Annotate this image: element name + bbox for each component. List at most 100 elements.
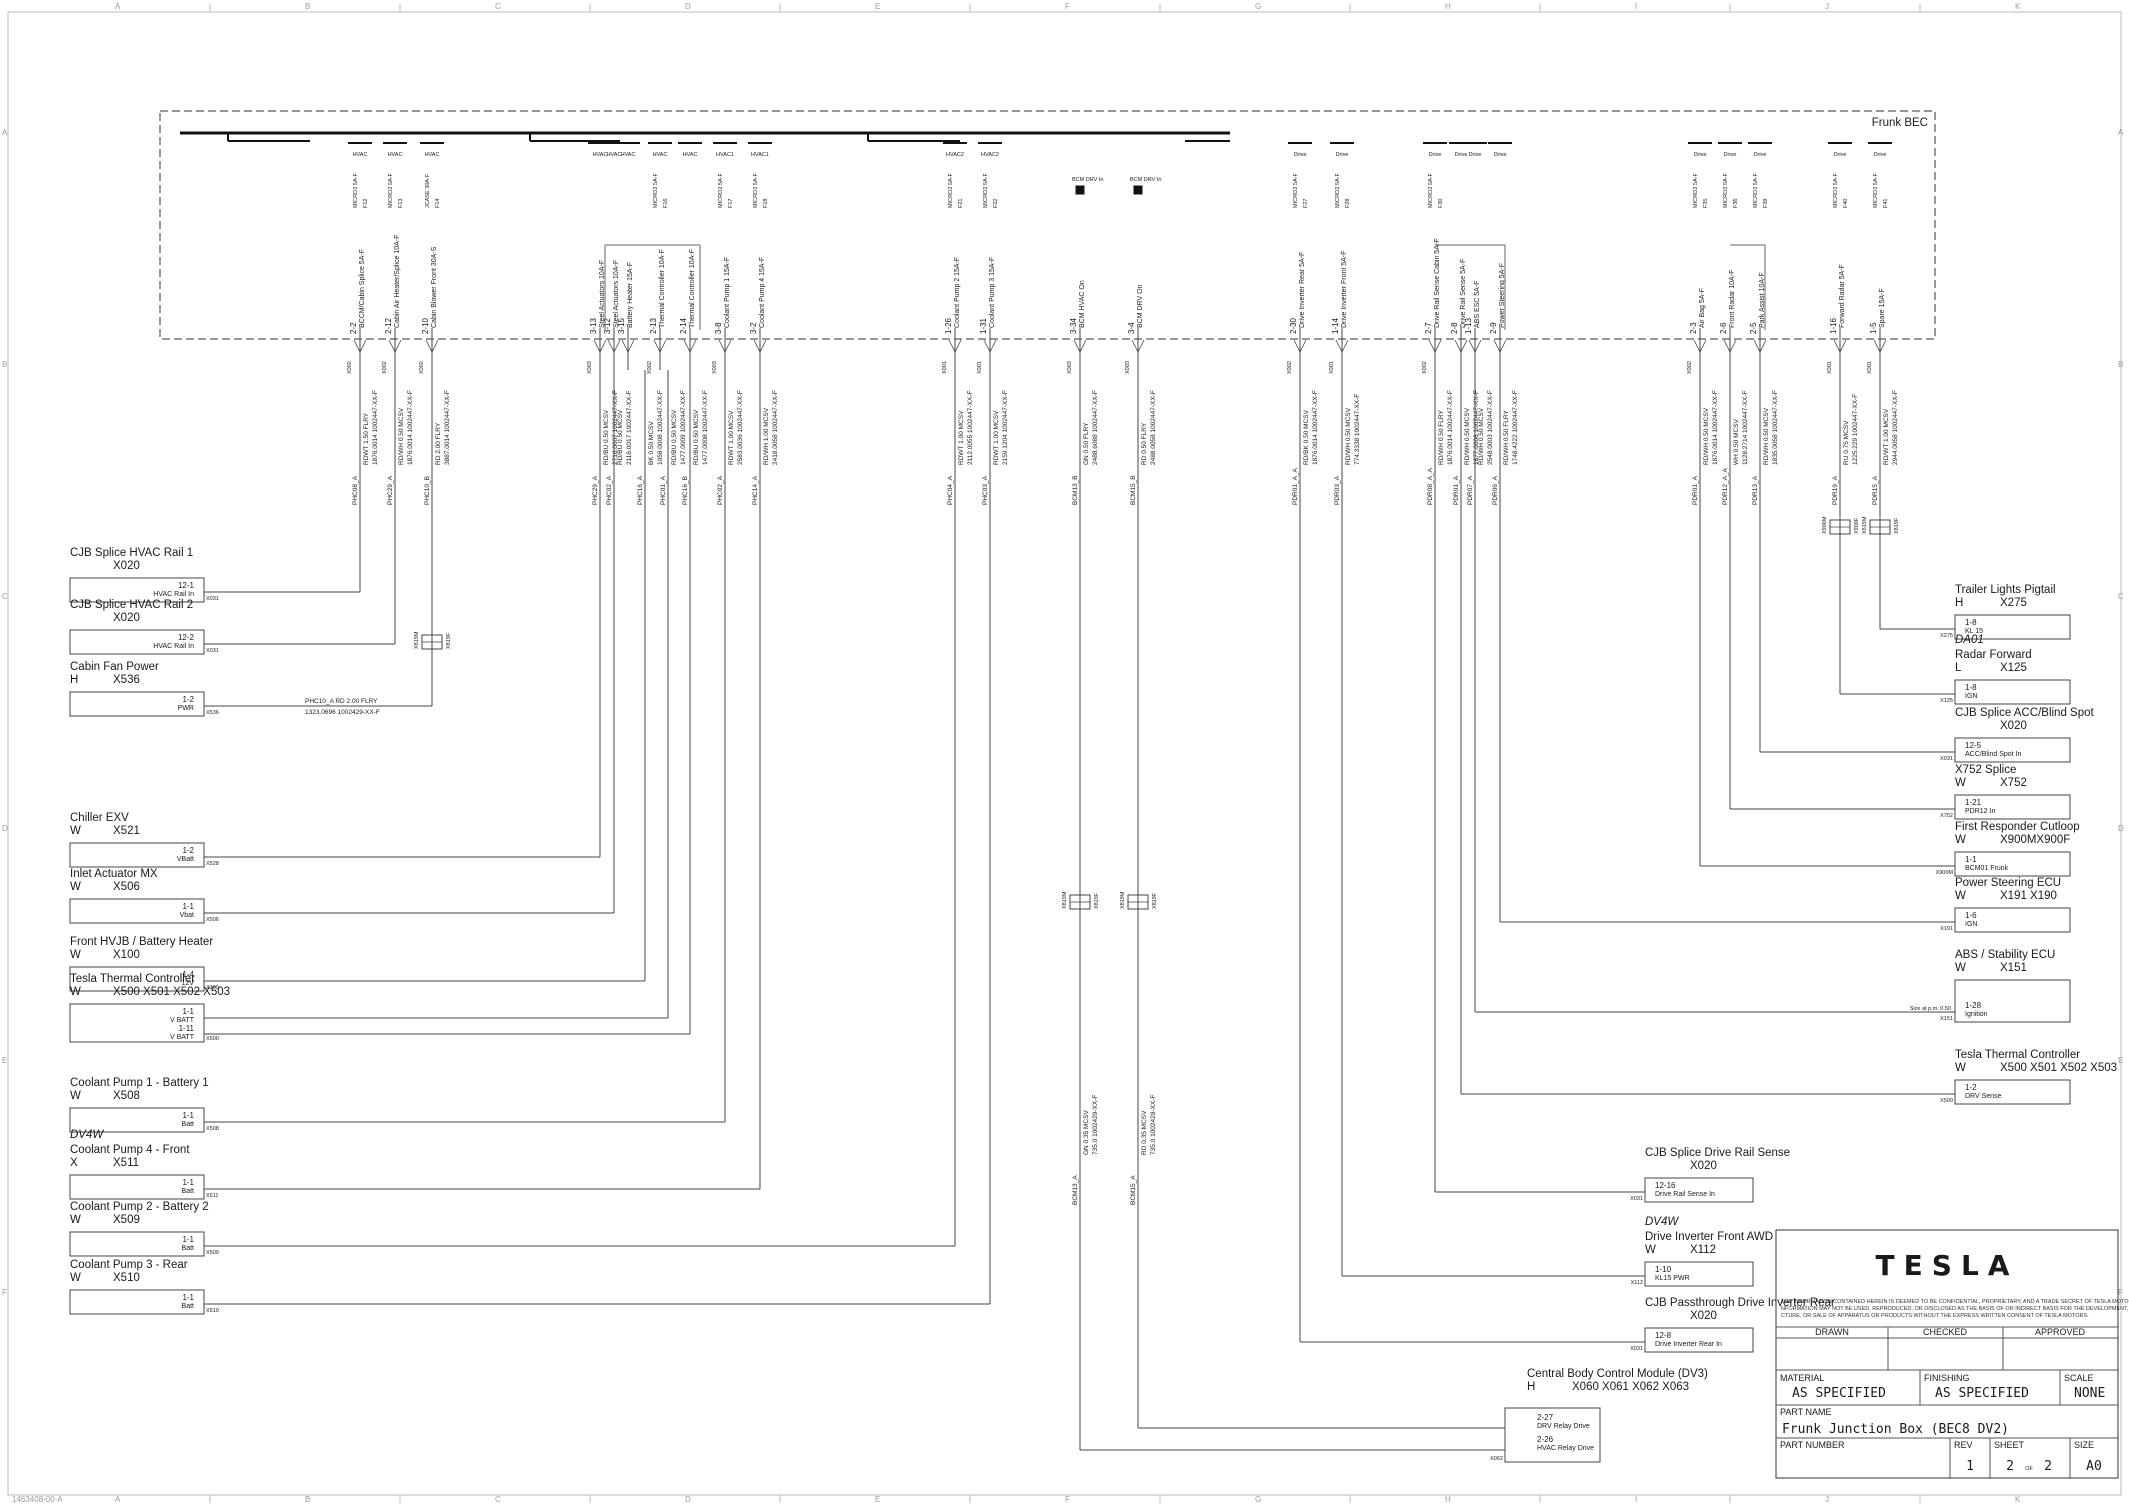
pin-terminal-mark bbox=[1073, 339, 1087, 353]
connector-title: Central Body Control Module (DV3) bbox=[1527, 1368, 1708, 1380]
wire-spec-label: RD/WH 0.50 MCSV bbox=[1703, 407, 1710, 465]
connector-code: X020 bbox=[1690, 1160, 1717, 1172]
fuse-ref-label: F22 bbox=[993, 199, 999, 208]
title-sheet-label: SHEET bbox=[1994, 1440, 2025, 1450]
wire-part-label: 2112.0055 1002447-XX-F bbox=[967, 391, 974, 465]
pin-terminal-mark bbox=[948, 339, 962, 353]
connector-prefix: W bbox=[70, 825, 81, 837]
fuse-group-label: Drive bbox=[1494, 152, 1507, 158]
fuse-pin-label: 2-2 bbox=[349, 322, 358, 334]
connector-ref: X112 bbox=[1631, 1280, 1643, 1286]
wire-part-label: 2548.0003 1002447-XX-F bbox=[1487, 390, 1494, 465]
wire-part-label: 2944.0058 1002447-XX-F bbox=[1892, 390, 1899, 465]
connector-title: Tesla Thermal Controller bbox=[1955, 1049, 2080, 1061]
connector-box bbox=[69, 629, 205, 655]
wire-name-label: PDR03_A bbox=[1334, 475, 1341, 505]
connector-pin: 12-16 bbox=[1655, 1181, 1676, 1190]
connector-pin: 1-2 bbox=[1965, 1083, 1977, 1092]
connector-pin-label: Drive Rail Sense In bbox=[1655, 1191, 1715, 1198]
connector-box bbox=[69, 577, 205, 603]
title-size-label: SIZE bbox=[2074, 1440, 2094, 1450]
connector-code: X100 bbox=[113, 949, 140, 961]
connector-box bbox=[69, 1003, 205, 1043]
connector-prefix: H bbox=[70, 674, 78, 686]
zone-label-bottom: G bbox=[1255, 1495, 1261, 1504]
wire-part-label: 2418.0058 1002447-XX-F bbox=[772, 390, 779, 465]
connector-prefix: W bbox=[1955, 834, 1966, 846]
connector-title: Power Steering ECU bbox=[1955, 877, 2061, 889]
zone-label-bottom: D bbox=[685, 1495, 691, 1504]
pin-terminal-mark bbox=[593, 339, 607, 353]
zone-label-bottom: H bbox=[1445, 1495, 1451, 1504]
pin-terminal-mark bbox=[388, 339, 402, 353]
fuse-pin-label: 3-13 bbox=[589, 317, 598, 334]
connector-variant: DV4W bbox=[1645, 1216, 1679, 1228]
fuse-ref-label: F41 bbox=[1883, 199, 1889, 208]
fuse-pin-label: 2-12 bbox=[384, 317, 393, 334]
wire-spec-label: RDWT 1.00 MCSV bbox=[993, 410, 1000, 465]
fuse-name-label: Spare 15A-F bbox=[1879, 288, 1886, 328]
connector-box bbox=[1954, 679, 2071, 705]
pin-terminal-mark bbox=[1753, 339, 1767, 353]
fuse-name-label: BCM HVAC On bbox=[1079, 280, 1086, 328]
inline-connector-label-m: X900M bbox=[1822, 516, 1828, 534]
inline-connector-label-m: X819M bbox=[1120, 891, 1126, 909]
wire-spec-label: RDWT 1.00 MCSV bbox=[958, 410, 965, 465]
fuse-pin-label: 2-10 bbox=[421, 317, 430, 334]
zone-label-left: E bbox=[2, 1056, 7, 1065]
connector-pin: 1-8 bbox=[1965, 683, 1977, 692]
wire-part-label: 735.0 1002429-XX-F bbox=[1092, 1095, 1099, 1155]
pin-terminal-mark bbox=[1493, 339, 1507, 353]
connector-title: Tesla Thermal Controller bbox=[70, 973, 195, 985]
pin-terminal-mark bbox=[1131, 339, 1145, 353]
fuse-name-label: BCCM/Cabin Splice 5A-F bbox=[359, 249, 366, 328]
zone-label-bottom: B bbox=[305, 1495, 310, 1504]
wire-name-label: PDR06_A bbox=[1492, 475, 1499, 505]
fuse-name-label: Park Assist 10A-F bbox=[1759, 272, 1766, 328]
zone-label-top: A bbox=[115, 2, 121, 11]
fuse-pin-label: 2-3 bbox=[1689, 322, 1698, 334]
connector-box bbox=[1954, 851, 2071, 877]
pin-terminal-mark bbox=[718, 339, 732, 353]
wire-spec-label: RD 0.50 FLRY bbox=[1141, 422, 1148, 465]
fuse-name-label: Drive Rail Sense 5A-F bbox=[1460, 259, 1467, 328]
wire-spec-label: RD/WH 0.50 FLRY bbox=[1438, 410, 1445, 465]
wire-spec-label: RD/WH 0.50 MCSV bbox=[1345, 407, 1352, 465]
connector-pin-label: Batt bbox=[182, 1245, 195, 1252]
pin-terminal-mark bbox=[1335, 339, 1349, 353]
connector-code: X508 bbox=[113, 1090, 140, 1102]
fuse-pin-label: 1-14 bbox=[1331, 317, 1340, 334]
relay-label: BCM DRV In bbox=[1130, 177, 1161, 183]
connector-pin: 1-2 bbox=[182, 846, 194, 855]
connector-title: Coolant Pump 1 - Battery 1 bbox=[70, 1077, 209, 1089]
title-sheet: 2 bbox=[2006, 1459, 2014, 1474]
connector-ref: X510 bbox=[206, 1308, 219, 1314]
connector-code: X060 X061 X062 X063 bbox=[1572, 1381, 1689, 1393]
fuse-ref-label: F28 bbox=[1345, 199, 1351, 208]
connector-title: Front HVJB / Battery Heater bbox=[70, 936, 213, 948]
fuse-group-label: Drive bbox=[1754, 152, 1767, 158]
fuse-name-label: Steel Actuators 10A-F bbox=[599, 260, 606, 328]
connector-code: X020 bbox=[1690, 1310, 1717, 1322]
title-drawn: DRAWN bbox=[1815, 1327, 1849, 1337]
pin-terminal-mark bbox=[753, 339, 767, 353]
connector-box bbox=[1504, 1407, 1601, 1463]
fuse-type-label: MICRO2 5A-F bbox=[753, 173, 759, 208]
fuse-conn-label: X002 bbox=[1422, 361, 1428, 374]
fuse-name-label: Battery Heater 15A-F bbox=[627, 262, 634, 328]
connector-box bbox=[69, 898, 205, 924]
wire-name-label: PHC29_A bbox=[592, 475, 599, 505]
